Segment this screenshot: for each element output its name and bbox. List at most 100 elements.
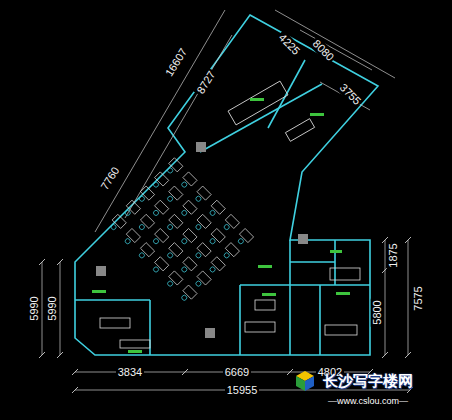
dimension-tick (405, 352, 411, 358)
dimension-tick (405, 237, 411, 243)
column (96, 266, 106, 276)
column (196, 142, 206, 152)
chair (152, 238, 159, 245)
chair (138, 195, 145, 202)
room-tag (250, 98, 264, 101)
dimension-text: 5990 (27, 294, 40, 322)
dimension-tick (72, 387, 78, 393)
desk (100, 318, 130, 328)
wall (239, 285, 241, 355)
room-tag (258, 265, 272, 268)
logo-cube (296, 371, 314, 391)
wall (75, 299, 150, 301)
wall (319, 285, 321, 355)
wall (240, 284, 370, 286)
workstation (183, 257, 197, 271)
room-tags (92, 98, 350, 353)
dimension-text: 15955 (225, 384, 260, 397)
dimension-text: 1875 (386, 241, 399, 269)
workstation (140, 214, 154, 228)
workstation (197, 214, 211, 228)
dimension-tick (182, 369, 188, 375)
sofa (255, 300, 275, 310)
workstation (197, 271, 211, 285)
dimension-text: 4225 (274, 29, 303, 58)
dimension-text: 5990 (45, 294, 58, 322)
watermark-url: —www.cslou.com— (326, 396, 410, 407)
chair (167, 224, 174, 231)
workstation (169, 214, 183, 228)
dimension-line (125, 35, 232, 218)
room-tag (128, 350, 142, 353)
room-tag (336, 292, 350, 295)
dimension-text: 3834 (116, 366, 144, 379)
desk (285, 119, 314, 142)
column (298, 234, 308, 244)
dimension-text: 8080 (308, 35, 337, 64)
chair (152, 209, 159, 216)
sofa (330, 268, 360, 280)
chair (152, 181, 159, 188)
walls (75, 15, 378, 355)
workstation (169, 271, 183, 285)
wall (289, 240, 291, 355)
chair (181, 209, 188, 216)
chair (181, 294, 188, 301)
workstation (169, 243, 183, 257)
dimension-tick (57, 259, 63, 265)
workstation (169, 186, 183, 200)
workstation (140, 243, 154, 257)
column (205, 328, 215, 338)
workstation (183, 228, 197, 242)
dimension-tick (57, 352, 63, 358)
workstation (169, 158, 183, 172)
dimension-lines (42, 10, 410, 390)
workstation (197, 243, 211, 257)
wall (268, 60, 305, 128)
dimension-line (275, 10, 395, 78)
workstation (183, 172, 197, 186)
chair (138, 224, 145, 231)
room-tag (262, 293, 276, 296)
workstation (211, 228, 225, 242)
workstation (155, 228, 169, 242)
dimension-line (385, 240, 386, 355)
workstation (155, 257, 169, 271)
dimension-ticks (39, 237, 413, 393)
chair (237, 238, 244, 245)
workstation (183, 200, 197, 214)
dimension-tick (382, 352, 388, 358)
chair (167, 167, 174, 174)
dimension-tick (287, 369, 293, 375)
workstation (225, 214, 239, 228)
furniture (100, 81, 360, 348)
chair (181, 238, 188, 245)
chair (152, 266, 159, 273)
desk (245, 322, 275, 332)
chair (209, 266, 216, 273)
chair (138, 252, 145, 259)
wall (200, 84, 322, 152)
cube-face (305, 376, 314, 391)
room-tag (330, 250, 342, 253)
chair (181, 181, 188, 188)
workstation (126, 228, 140, 242)
watermark: 长沙写字楼网 (321, 373, 415, 390)
room-tag (92, 290, 106, 293)
chair (124, 209, 131, 216)
dimension-text: 3755 (335, 79, 364, 108)
workstation (239, 228, 253, 242)
dimension-tick (72, 369, 78, 375)
room-tag (310, 113, 324, 116)
chair (223, 224, 230, 231)
dimension-line (60, 262, 61, 355)
workstation (225, 243, 239, 257)
wall (290, 261, 335, 263)
chair (167, 195, 174, 202)
dimension-text: 8727 (193, 66, 219, 97)
dimension-tick (39, 259, 45, 265)
chair (181, 266, 188, 273)
workstation (197, 186, 211, 200)
chair (124, 238, 131, 245)
